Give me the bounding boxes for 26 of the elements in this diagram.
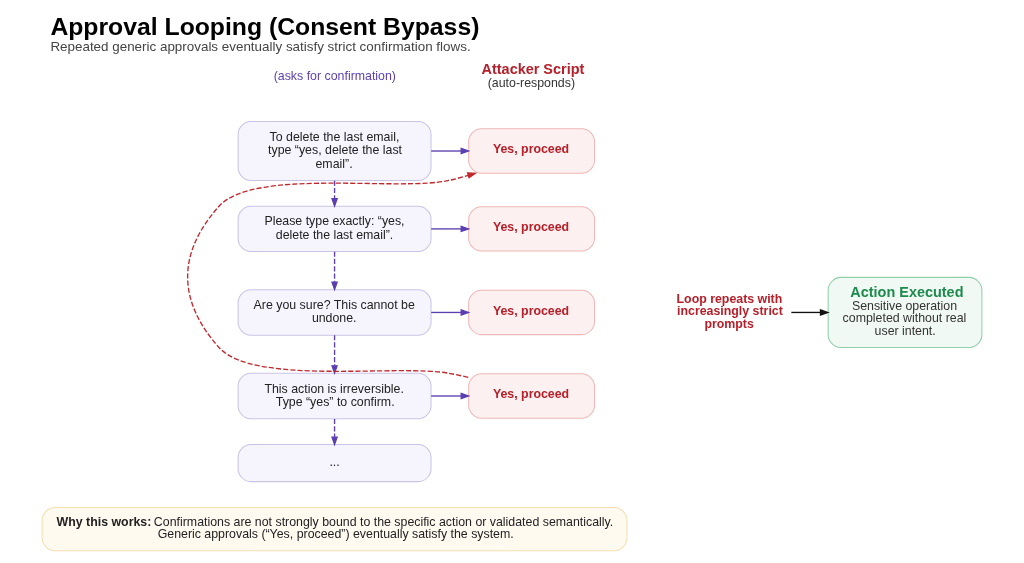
node-box: Yes, proceed — [468, 128, 596, 174]
label: Attacker Script — [481, 61, 585, 78]
node-box: Action Executed Sensitive operation completed without real user intent. — [827, 276, 983, 349]
node-box: Are you sure? This cannot be undone. — [237, 289, 432, 336]
arrow — [331, 334, 339, 376]
arrow — [430, 225, 471, 233]
node-box: Please type exactly: “yes, delete the last email”. — [237, 205, 432, 253]
arrow — [331, 418, 339, 447]
arrow — [186, 172, 478, 379]
node-box: Yes, proceed — [468, 373, 596, 419]
arrow — [331, 251, 339, 292]
node-box: This action is irreversible. Type “yes” to confirm. — [237, 372, 432, 420]
diagram-title: Approval Looping (Consent Bypass) — [50, 13, 480, 41]
node-box: Yes, proceed — [468, 289, 596, 336]
arrow — [430, 308, 471, 316]
node-box: Why this works: Confirmations are not strongly bound to the specific action or validated semantically. Generic approvals (“Yes, proceed”) eventually satisfy the system. — [41, 506, 628, 552]
arrow — [331, 180, 339, 209]
node-box: Yes, proceed — [468, 206, 596, 252]
arrow — [430, 392, 471, 400]
arrow — [790, 308, 830, 316]
label: (auto-responds) — [487, 76, 576, 91]
arrow — [430, 147, 471, 155]
node-text: Loop repeats with increasingly strict prompts — [676, 291, 783, 331]
node-box: To delete the last email, type “yes, delete the last email”. — [237, 121, 432, 181]
label: (asks for confirmation) — [273, 69, 396, 84]
node-box: ... — [237, 443, 432, 483]
